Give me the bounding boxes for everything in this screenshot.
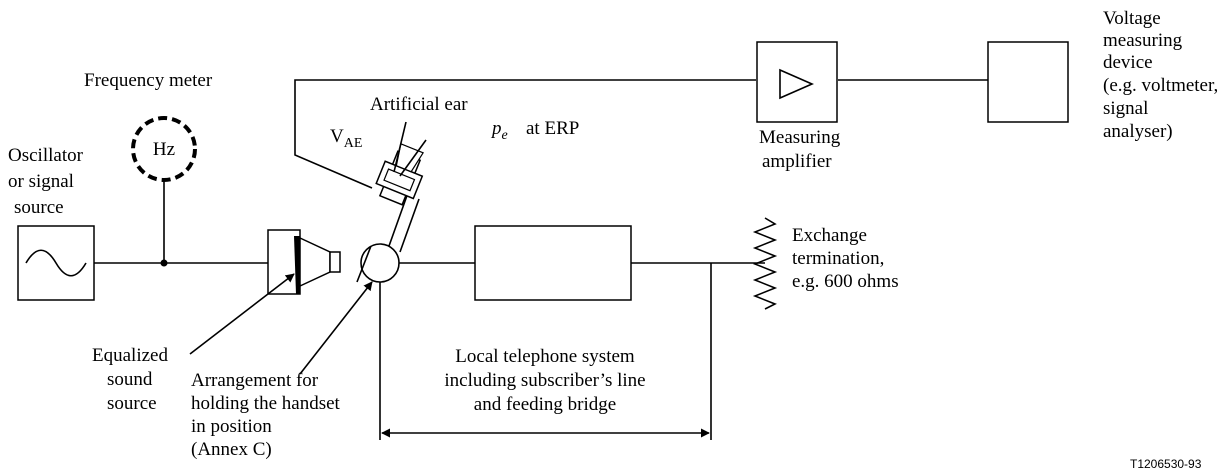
arrangement-label-2: holding the handset [191,393,341,414]
voltage-device-label-2: measuring [1103,30,1183,51]
local-system-label-1: Local telephone system [455,346,635,367]
exchange-termination-label-3: e.g. 600 ohms [792,271,899,292]
oscillator-box [17,225,95,301]
artificial-ear-pointer [393,121,407,173]
exchange-termination-label-1: Exchange [792,225,867,246]
equalized-source-label-2: sound [107,369,153,390]
voltage-device-label-3: device [1103,52,1153,73]
exchange-termination-label-2: termination, [792,248,884,269]
local-system-label-2: including subscriber’s line [444,370,645,391]
voltage-device-label-6: analyser) [1103,121,1173,142]
resistor-icon [752,217,778,310]
equalized-source-arrow [189,273,295,355]
equalized-source-label-3: source [107,393,157,414]
voltage-device-label-5: signal [1103,98,1148,119]
measuring-amplifier-label-1: Measuring [759,127,841,148]
oscillator-label-1: Oscillator [8,145,84,166]
hz-label: Hz [153,139,175,160]
arrangement-label-1: Arrangement for [191,370,319,391]
local-system-label-3: and feeding bridge [474,394,616,415]
voltage-measuring-device-box [987,41,1069,123]
voltage-device-label-1: Voltage [1103,8,1161,29]
equalized-source-label-1: Equalized [92,345,168,366]
measuring-amplifier-box [756,41,838,123]
handset-edge-line [356,245,372,283]
loudspeaker-icon [267,229,341,295]
arrangement-label-3: in position [191,416,272,437]
amplifier-triangle-icon [779,68,814,100]
sine-wave-icon [25,249,87,277]
handset-earpiece-icon [360,243,400,283]
pe-suffix-label: at ERP [526,118,579,139]
measuring-amplifier-label-2: amplifier [762,151,832,172]
oscillator-label-3: source [14,197,64,218]
local-telephone-system-box [474,225,632,301]
figure-id-label: T1206530-93 [1130,457,1202,471]
artificial-ear-label: Artificial ear [370,94,468,115]
vae-subscript: AE [344,136,363,151]
artificial-ear-icon [375,143,425,206]
pe-main: p [490,118,502,139]
arrangement-label-4: (Annex C) [191,439,272,460]
pe-label: pe [490,118,508,143]
handset-handle [388,189,420,253]
ear-signal-line [294,79,756,189]
arrangement-arrow [299,281,373,375]
vae-label: VAE [330,126,362,151]
vae-main: V [330,126,344,147]
oscillator-label-2: or signal [8,171,74,192]
frequency-meter-label: Frequency meter [84,70,213,91]
voltage-device-label-4: (e.g. voltmeter, [1103,75,1218,96]
pe-pointer [399,139,427,177]
pe-subscript: e [502,128,508,143]
frequency-meter-icon [131,116,197,182]
